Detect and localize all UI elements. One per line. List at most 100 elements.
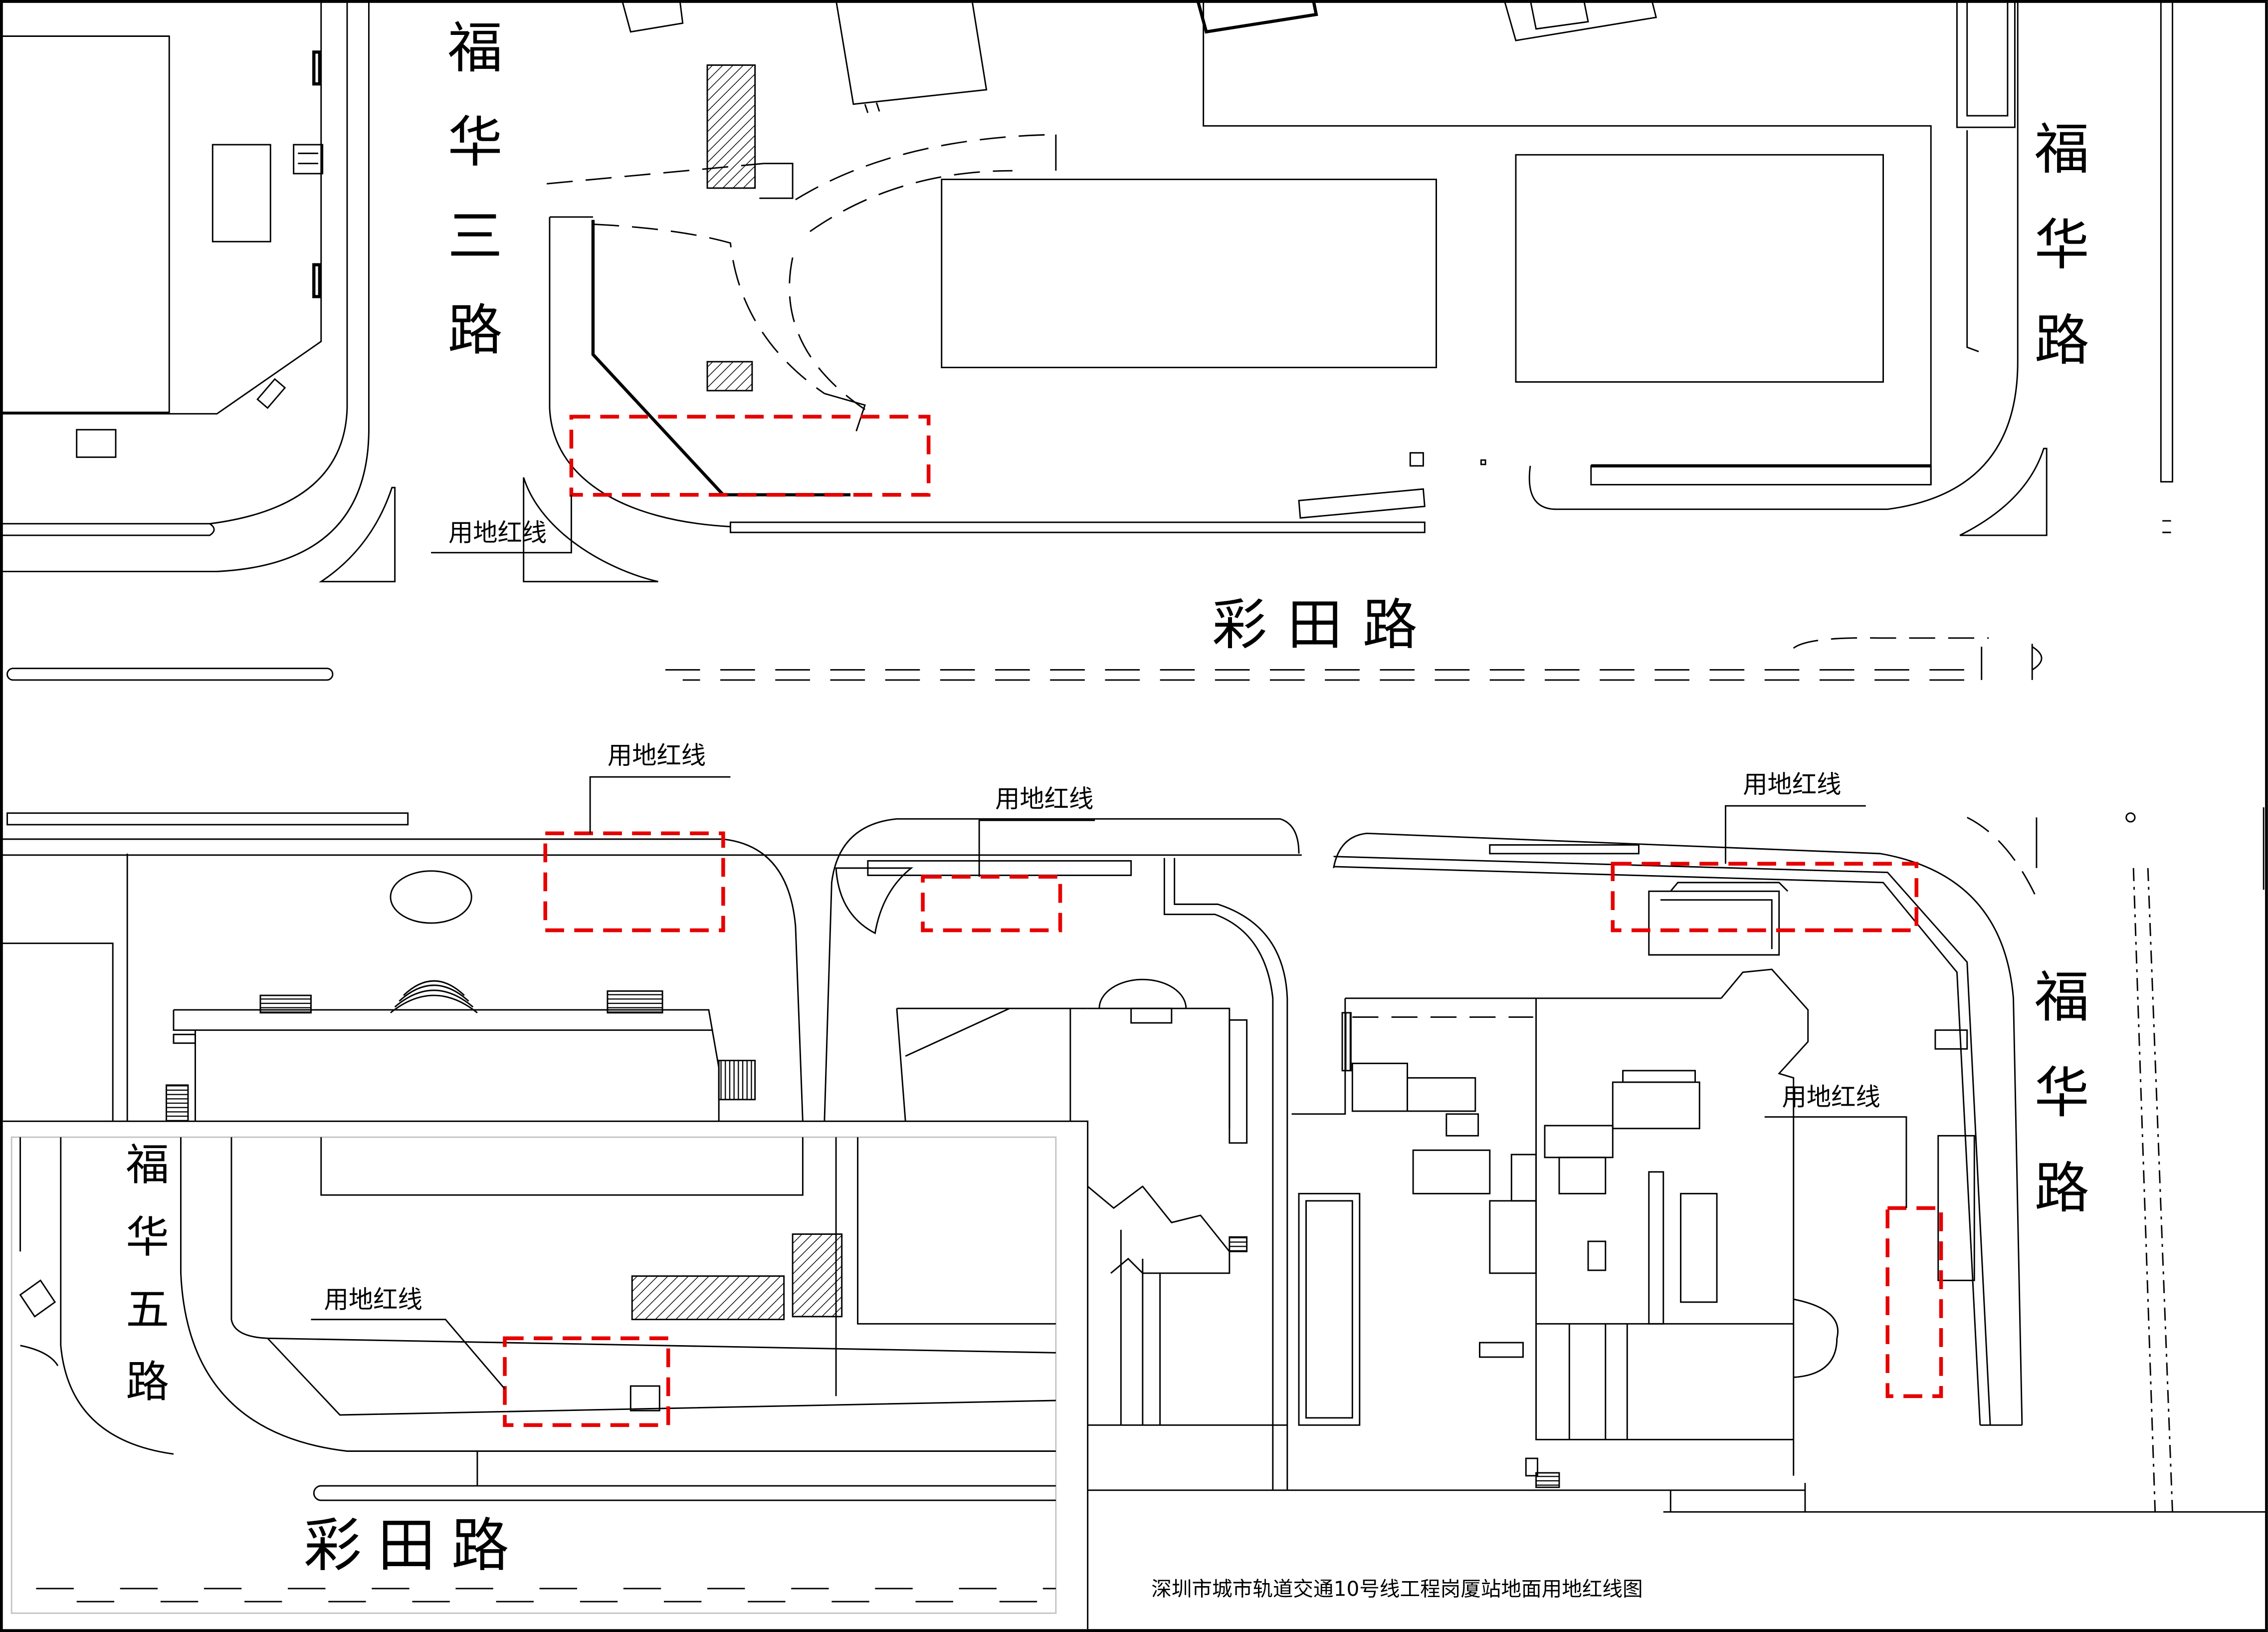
road-label-fuhua-3rd-road: 福华三路 bbox=[438, 18, 502, 395]
small-structure bbox=[173, 1033, 196, 1044]
circular-plaza bbox=[390, 870, 472, 924]
road-curb bbox=[209, 0, 348, 525]
road-mark bbox=[2162, 520, 2171, 533]
site-wall bbox=[591, 220, 851, 496]
site-boundary bbox=[1663, 1483, 2266, 1513]
road-curb bbox=[230, 1137, 1056, 1354]
inset-red-line-label: 用地红线 bbox=[324, 1286, 422, 1315]
building bbox=[1937, 1135, 1975, 1281]
inset-road-label-fuhua-5th-road: 福华五路 bbox=[117, 1141, 168, 1431]
traffic-island bbox=[1959, 448, 2048, 536]
road-dashed-line bbox=[2132, 868, 2156, 1512]
building-outline bbox=[173, 1010, 713, 1031]
building-outline bbox=[173, 1009, 720, 1122]
red-line-label-south-4: 用地红线 bbox=[1782, 1083, 1880, 1113]
small-structure bbox=[1409, 452, 1424, 467]
sidewalk-strip bbox=[1590, 465, 1932, 485]
building-outline bbox=[1529, 0, 1589, 30]
road-curb bbox=[20, 1345, 59, 1367]
red-line-label-south-1: 用地红线 bbox=[607, 742, 706, 771]
red-line-boundary-4 bbox=[1885, 1206, 1943, 1399]
stairs-curved bbox=[390, 980, 478, 1013]
driveway-dashed-line bbox=[789, 257, 865, 410]
small-structure bbox=[629, 1385, 660, 1411]
sidewalk-strip bbox=[1489, 844, 1640, 855]
inset-background bbox=[2, 1121, 1088, 1630]
building bbox=[1587, 1240, 1607, 1271]
building-detail bbox=[864, 102, 880, 113]
road-label-fuhua-road-south: 福华路 bbox=[2025, 967, 2089, 1255]
drawing-title: 深圳市城市轨道交通10号线工程岗厦站地面用地红线图 bbox=[1151, 1578, 1643, 1602]
building bbox=[941, 179, 1437, 368]
red-line-boundary-2 bbox=[921, 875, 1062, 933]
traffic-island bbox=[835, 867, 914, 934]
road-curb bbox=[180, 1137, 1056, 1452]
traffic-island bbox=[318, 486, 396, 583]
roof-outline bbox=[1087, 1185, 1231, 1274]
building-line bbox=[857, 1137, 1056, 1325]
road-median bbox=[313, 1485, 1056, 1501]
road-median bbox=[2160, 0, 2173, 483]
building bbox=[1510, 1154, 1537, 1202]
building-outline bbox=[0, 35, 170, 413]
building-outline bbox=[1660, 882, 1789, 949]
curved-facade bbox=[1793, 1298, 1839, 1379]
building-outline bbox=[320, 1137, 804, 1196]
traffic-island bbox=[523, 477, 658, 583]
small-marker bbox=[2125, 812, 2136, 823]
hatched-structure bbox=[706, 361, 753, 392]
building-line bbox=[1535, 998, 1794, 1440]
sidewalk-strip bbox=[1298, 488, 1426, 519]
driveway-edge bbox=[759, 163, 794, 199]
building bbox=[1412, 1149, 1491, 1194]
red-line-leader bbox=[978, 819, 1095, 877]
road-curb bbox=[0, 838, 804, 1122]
building-entrance-detail bbox=[298, 152, 318, 165]
small-structure bbox=[256, 378, 286, 409]
small-structure bbox=[19, 1279, 56, 1318]
building-outline bbox=[1648, 890, 1780, 956]
red-line-boundary-3 bbox=[1611, 862, 1919, 933]
building bbox=[1966, 0, 2009, 117]
red-line-leader bbox=[1725, 805, 1866, 864]
small-structure bbox=[76, 429, 117, 458]
red-line-label-south-3: 用地红线 bbox=[1743, 771, 1842, 800]
road-curb bbox=[549, 217, 731, 527]
building bbox=[835, 0, 988, 105]
inset-map bbox=[2, 1120, 1089, 1630]
red-line-label-north: 用地红线 bbox=[448, 519, 547, 549]
red-line-leader bbox=[1764, 1116, 1907, 1208]
building bbox=[1558, 1157, 1607, 1194]
building-outline bbox=[0, 942, 114, 1122]
building bbox=[1515, 154, 1884, 383]
road-curb bbox=[1333, 866, 1981, 1425]
road-median bbox=[6, 668, 334, 681]
building bbox=[1612, 1081, 1700, 1130]
building-outline bbox=[1174, 858, 1288, 1490]
stairs bbox=[1535, 1472, 1560, 1488]
road-label-fuhua-road-north: 福华路 bbox=[2025, 120, 2089, 407]
building bbox=[1229, 1019, 1248, 1144]
building-outline bbox=[267, 1338, 1056, 1416]
road-dashed-line bbox=[1967, 817, 2041, 905]
driveway-dashed-line bbox=[546, 163, 764, 185]
road-curb bbox=[1528, 0, 2019, 510]
building bbox=[1298, 1192, 1361, 1426]
stairs bbox=[1229, 1236, 1248, 1252]
building-line bbox=[1536, 1323, 1794, 1440]
road-curb bbox=[0, 0, 370, 572]
stairs bbox=[166, 1084, 189, 1122]
red-line-leader bbox=[431, 494, 572, 554]
stairs bbox=[1341, 1012, 1352, 1072]
hatched-structure bbox=[792, 1233, 843, 1318]
building-outline bbox=[1291, 997, 1721, 1115]
building bbox=[1680, 1192, 1718, 1303]
north-block bbox=[0, 0, 2173, 583]
road-end-mark bbox=[2031, 644, 2043, 680]
driveway-edge bbox=[824, 393, 866, 432]
stairs bbox=[718, 1060, 756, 1101]
building bbox=[1351, 1062, 1408, 1112]
driveway-dashed-line bbox=[593, 224, 825, 394]
building-line bbox=[1120, 1229, 1161, 1425]
